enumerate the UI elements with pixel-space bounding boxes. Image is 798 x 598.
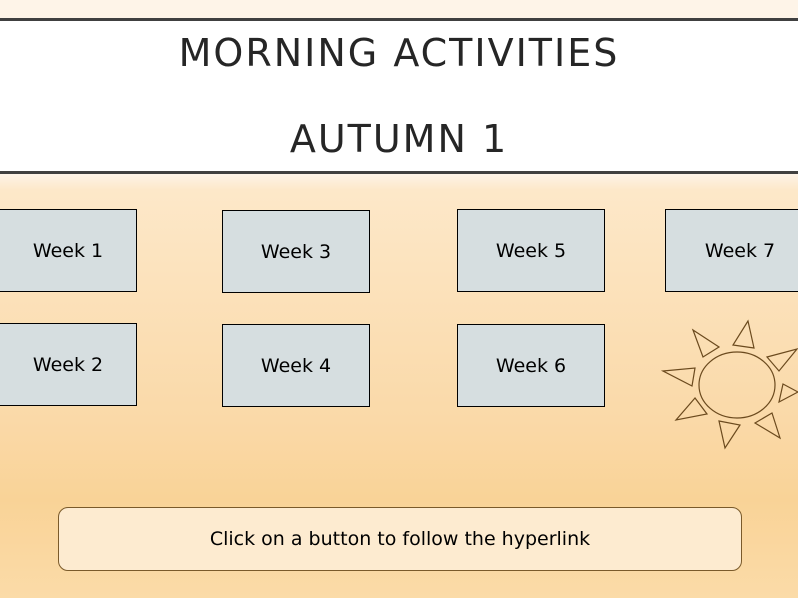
title-header: MORNING ACTIVITIES AUTUMN 1 xyxy=(0,18,798,174)
week-7-button[interactable]: Week 7 xyxy=(665,209,798,292)
sun-ray xyxy=(674,397,709,421)
week-3-button[interactable]: Week 3 xyxy=(222,210,370,293)
sun-disc xyxy=(698,351,776,419)
week-2-button[interactable]: Week 2 xyxy=(0,323,137,406)
page-subtitle: AUTUMN 1 xyxy=(289,117,509,161)
sun-ray xyxy=(660,367,696,387)
instruction-box: Click on a button to follow the hyperlin… xyxy=(58,507,742,571)
sun-ray xyxy=(718,420,741,450)
sun-ray xyxy=(765,348,798,372)
week-6-button[interactable]: Week 6 xyxy=(457,324,605,407)
top-band xyxy=(0,0,798,18)
sun-ray xyxy=(778,383,798,404)
week-4-button[interactable]: Week 4 xyxy=(222,324,370,407)
week-1-button[interactable]: Week 1 xyxy=(0,209,137,292)
sun-ray xyxy=(691,328,721,358)
sun-ray xyxy=(732,319,755,349)
page-title: MORNING ACTIVITIES xyxy=(178,31,620,75)
week-5-button[interactable]: Week 5 xyxy=(457,209,605,292)
sun-ray xyxy=(753,412,782,440)
